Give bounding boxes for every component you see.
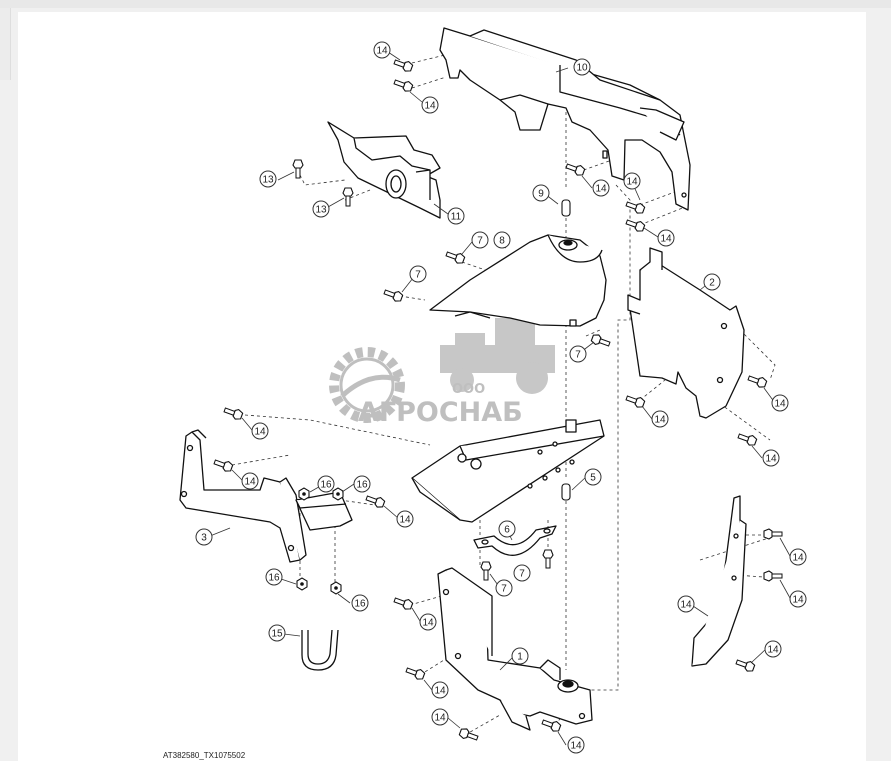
part-5-pin (561, 483, 571, 501)
callout-label: 16 (356, 480, 368, 491)
callout-label: 14 (434, 686, 446, 697)
callout-label: 16 (268, 573, 280, 584)
callout-label: 7 (477, 236, 483, 247)
document-code: AT382580_TX1075502 (163, 751, 246, 760)
clamp-plate (295, 491, 353, 531)
callout-label: 1 (517, 652, 523, 663)
callout-label: 14 (767, 645, 779, 656)
callout-label: 14 (376, 46, 388, 57)
callout-label: 14 (399, 515, 411, 526)
watermark-line2: АГРОСНАБ (358, 397, 523, 428)
part-8-cylinder-tank (429, 234, 607, 327)
callout-label: 6 (504, 525, 510, 536)
callout-label: 14 (654, 415, 666, 426)
callout-label: 3 (201, 533, 207, 544)
callout-label: 13 (315, 205, 327, 216)
part-2-side-plate (627, 247, 745, 419)
callouts (195, 41, 807, 754)
callout-label: 7 (519, 569, 525, 580)
part-9-pin (561, 199, 571, 217)
part-15-u-bolt (301, 629, 339, 671)
part-1-lower-mount-bracket (437, 567, 593, 731)
callout-label: 7 (415, 270, 421, 281)
callout-label: 14 (626, 177, 638, 188)
part-10-top-frame (439, 27, 691, 211)
callout-label: 10 (576, 63, 588, 74)
callout-label: 13 (262, 175, 274, 186)
callout-label: 7 (501, 584, 507, 595)
center-channel-bracket (411, 419, 605, 523)
callout-label: 14 (244, 477, 256, 488)
callout-label: 16 (320, 480, 332, 491)
part-14-blade-plate (691, 495, 747, 667)
part-11-guard-plate (327, 121, 441, 219)
callout-label: 14 (422, 618, 434, 629)
callout-label: 14 (774, 399, 786, 410)
callout-label: 16 (354, 599, 366, 610)
callout-label: 2 (709, 278, 715, 289)
callout-label: 11 (451, 212, 462, 223)
callout-labels: 14 14 10 13 13 11 9 14 14 14 7 7 8 2 7 1… (201, 46, 804, 752)
callout-label: 14 (680, 600, 692, 611)
callout-label: 5 (590, 473, 596, 484)
callout-label: 9 (538, 189, 544, 200)
part-6-u-clamp (473, 525, 557, 556)
callout-label: 15 (271, 629, 283, 640)
callout-label: 14 (660, 234, 672, 245)
browser-frame-top (0, 0, 891, 8)
callout-label: 14 (254, 427, 266, 438)
callout-label: 14 (424, 101, 436, 112)
watermark-line1: ООО (452, 382, 485, 397)
callout-label: 14 (792, 553, 804, 564)
watermark-gear-logo (329, 347, 405, 423)
callout-label: 8 (499, 236, 505, 247)
callout-label: 14 (595, 184, 607, 195)
callout-label: 7 (575, 350, 581, 361)
part-3-left-bracket (179, 429, 307, 563)
callout-label: 14 (792, 595, 804, 606)
callout-label: 14 (765, 454, 777, 465)
callout-label: 14 (434, 713, 446, 724)
watermark: ООО АГРОСНАБ (329, 318, 555, 428)
callout-label: 14 (570, 741, 582, 752)
browser-frame-left (0, 8, 11, 80)
